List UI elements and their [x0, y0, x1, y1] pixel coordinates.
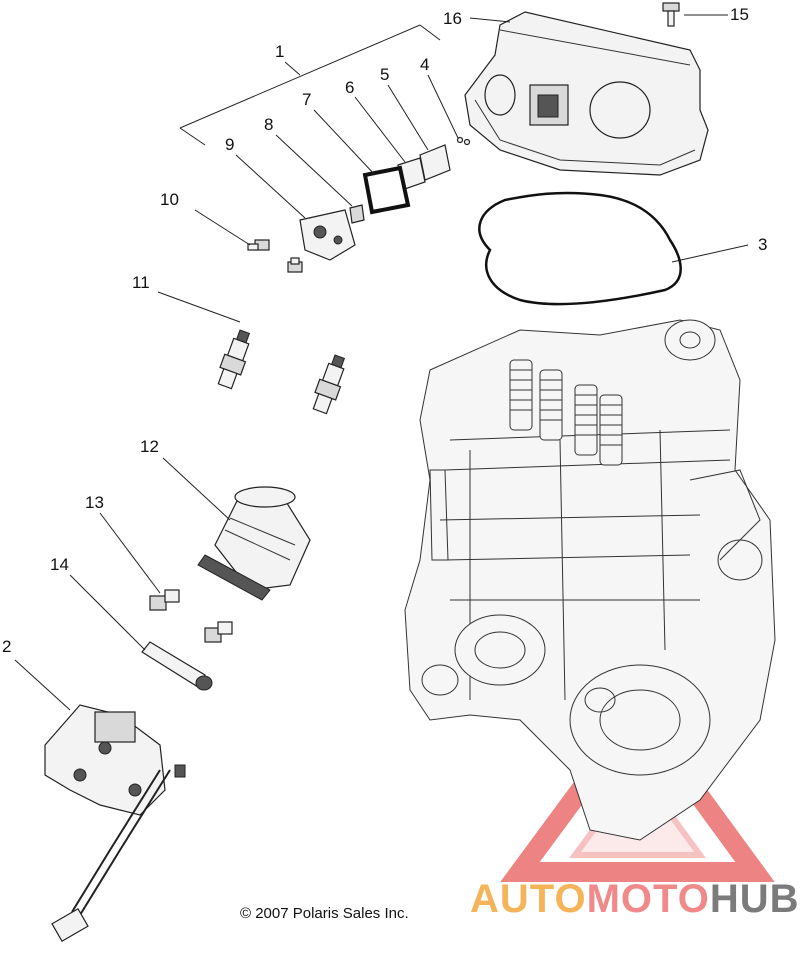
- bolt-13: [149, 589, 233, 643]
- part-9-bracket: [299, 209, 356, 261]
- watermark-hub: HUB: [709, 877, 800, 921]
- engine-block: [404, 319, 776, 841]
- component-2: [44, 704, 186, 942]
- callout-6: 6: [345, 78, 354, 97]
- leader-lines: [14, 14, 749, 711]
- spark-plug-11: [217, 329, 346, 415]
- callout-1: 1: [275, 42, 284, 61]
- callout-12: 12: [140, 437, 159, 456]
- intake-boot-12: [197, 486, 311, 601]
- callout-9: 9: [225, 135, 234, 154]
- callout-4: 4: [420, 55, 429, 74]
- sensor-14: [141, 641, 213, 691]
- callout-5: 5: [380, 65, 389, 84]
- callout-14: 14: [50, 555, 69, 574]
- valve-cover: [464, 11, 709, 176]
- callout-2: 2: [2, 637, 11, 656]
- watermark-auto: AUTO: [470, 877, 587, 921]
- copyright-notice: © 2007 Polaris Sales Inc.: [240, 905, 409, 922]
- callout-10: 10: [160, 190, 179, 209]
- callout-labels: 1 4 5 6 7 8 9 10 11 12 13 14 2 3 15 16: [2, 5, 767, 656]
- callout-13: 13: [85, 493, 104, 512]
- bolt-15: [662, 2, 680, 27]
- part-4: [456, 136, 471, 146]
- callout-8: 8: [264, 115, 273, 134]
- callout-3: 3: [758, 235, 767, 254]
- bolt-10: [247, 239, 303, 273]
- callout-15: 15: [730, 5, 749, 24]
- valve-springs: [509, 359, 623, 466]
- watermark-logo: AUTOMOTOHUB: [470, 877, 800, 922]
- part-5-plate: [419, 144, 451, 181]
- callout-7: 7: [302, 90, 311, 109]
- valve-cover-gasket: [478, 191, 682, 306]
- callout-11: 11: [132, 273, 150, 292]
- part-8-plate: [349, 204, 365, 224]
- part-7-gasket: [362, 165, 411, 215]
- callout-16: 16: [443, 9, 462, 28]
- watermark-moto: MOTO: [586, 877, 710, 921]
